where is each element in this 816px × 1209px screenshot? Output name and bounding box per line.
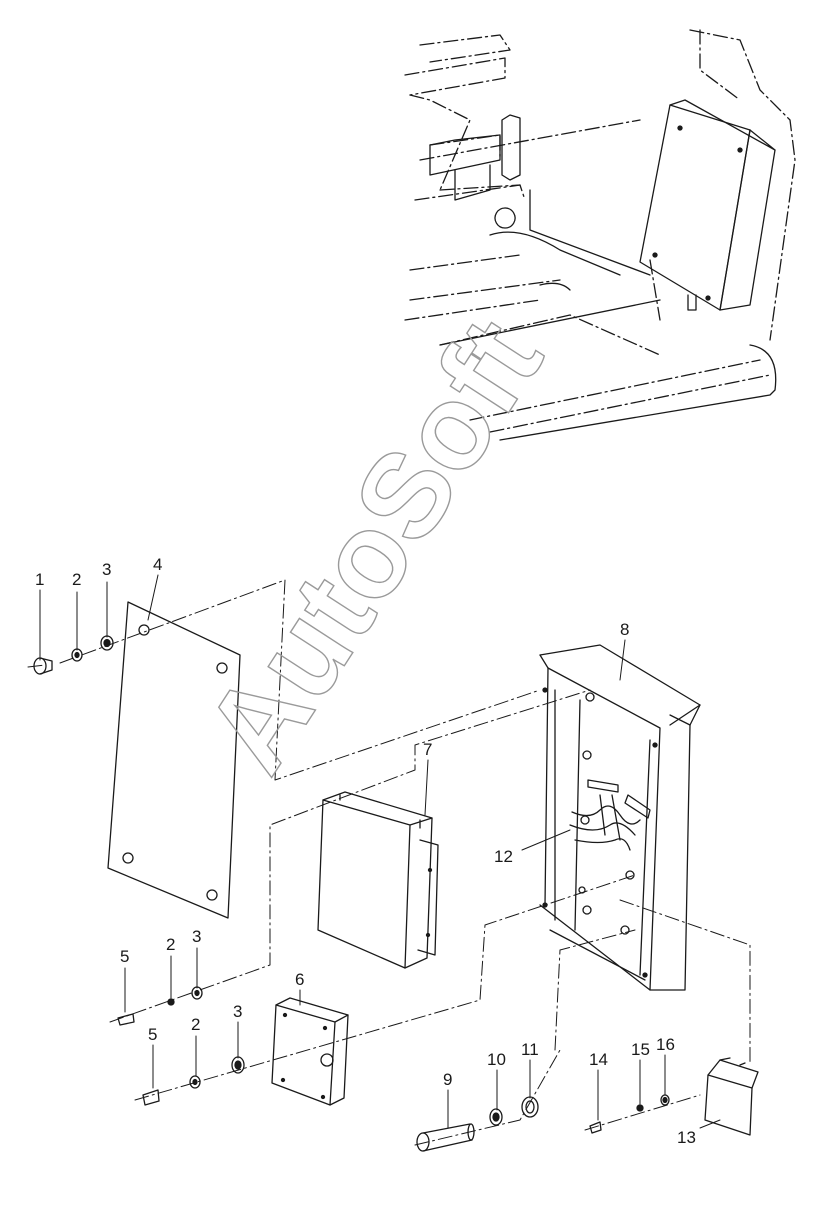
callout-4: 4 <box>153 555 162 574</box>
callout-9: 9 <box>443 1070 452 1089</box>
part-8-enclosure <box>539 644 701 991</box>
callout-7: 7 <box>423 740 432 759</box>
part-14-screw <box>589 1121 602 1134</box>
callout-leaders <box>39 574 721 1129</box>
callout-13: 13 <box>677 1128 696 1147</box>
part-15-washer <box>636 1104 644 1112</box>
callout-5: 5 <box>120 947 129 966</box>
watermark: AutoSoft <box>179 296 567 794</box>
callout-16: 16 <box>656 1035 675 1054</box>
part-2-washer-c <box>189 1075 201 1089</box>
callout-10: 10 <box>487 1050 506 1069</box>
part-10-nut <box>489 1108 503 1126</box>
part-2-washer <box>71 648 83 662</box>
callout-3: 3 <box>233 1002 242 1021</box>
part-16-lock-washer <box>660 1094 670 1106</box>
part-3-lock-washer-b <box>191 986 203 1000</box>
callout-11: 11 <box>521 1040 539 1059</box>
callout-3: 3 <box>192 927 201 946</box>
part-7-control-module <box>317 791 439 969</box>
callout-2: 2 <box>72 570 81 589</box>
part-12-wire-harness <box>569 779 651 851</box>
part-6-relay-module <box>271 997 349 1106</box>
callout-2: 2 <box>191 1015 200 1034</box>
callout-8: 8 <box>620 620 629 639</box>
part-11-seal-ring <box>521 1096 539 1118</box>
callout-15: 15 <box>631 1040 650 1059</box>
part-5-screw-a <box>117 1013 135 1026</box>
assembly-leader-lines <box>27 579 751 1146</box>
callout-12: 12 <box>494 847 513 866</box>
callout-3: 3 <box>102 560 111 579</box>
part-13-bracket <box>704 1057 759 1136</box>
part-4-cover-panel <box>107 601 241 919</box>
callout-labels: 1 2 3 4 8 7 12 5 2 3 6 5 2 3 9 10 11 14 … <box>35 555 696 1147</box>
part-5-screw-b <box>142 1089 160 1106</box>
part-2-washer-b <box>167 998 175 1006</box>
part-3-lock-washer <box>100 635 114 651</box>
mounted-control-box <box>639 99 776 311</box>
callout-6: 6 <box>295 970 304 989</box>
callout-14: 14 <box>589 1050 608 1069</box>
callout-1: 1 <box>35 570 44 589</box>
vehicle-frame-solid <box>429 114 777 441</box>
part-9-plug <box>416 1123 475 1152</box>
callout-5: 5 <box>148 1025 157 1044</box>
part-3-lock-washer-c <box>231 1056 245 1074</box>
vehicle-frame-context <box>404 29 796 433</box>
callout-2: 2 <box>166 935 175 954</box>
